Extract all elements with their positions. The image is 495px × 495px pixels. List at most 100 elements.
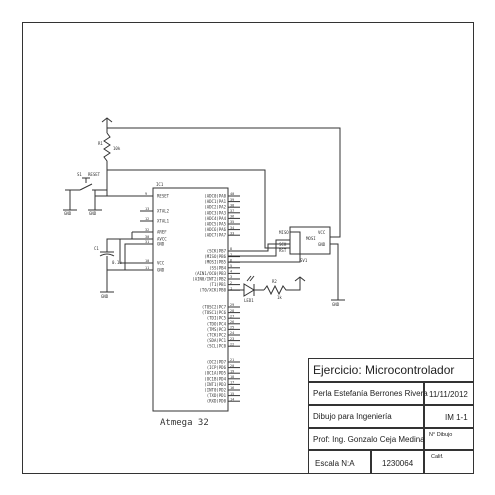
ic-right-pin-number: 33	[230, 231, 234, 235]
gnd-label-2: GND	[89, 211, 97, 216]
ic-right-pin-number: 24	[230, 331, 234, 335]
ic-right-pin-name: (ADC4)PA4	[204, 216, 226, 221]
header-pin-gnd: GND	[318, 242, 326, 247]
header-pin-sck: SCK	[279, 242, 287, 247]
r1-label: R1	[98, 141, 103, 146]
ic-right-pin-name: (OC1B)PD4	[204, 376, 226, 381]
ic-right-pin-number: 2	[230, 281, 232, 285]
header-pin-vcc: VCC	[318, 230, 326, 235]
wire-vcc-pin	[119, 239, 140, 264]
grade-cell: Calif.	[424, 450, 474, 474]
wire-r1-to-header	[107, 127, 341, 238]
ic-right-pin-number: 29	[230, 303, 234, 307]
header-pin-mosi: MOSI	[306, 236, 316, 241]
wire-ic-gnd	[107, 243, 140, 271]
vcc-arrow-led	[294, 276, 306, 286]
ic-left-pin-number: 30	[145, 235, 149, 239]
ic-right-pin-name: (SDA)PC1	[207, 338, 227, 343]
ic-right-pin-name: (TOSC2)PC7	[202, 305, 227, 310]
ic-right-pin-name: (TMS)PC3	[207, 327, 227, 332]
ic-body	[152, 187, 229, 412]
vcc-arrow-top	[101, 117, 113, 128]
number-cell: 1230064	[371, 450, 424, 474]
scale-text: Escala N:A	[315, 459, 355, 468]
ic-right-pin-name: (T1)PB1	[209, 282, 226, 287]
s1-value: RESET	[88, 172, 101, 177]
ic-right-pin-number: 7	[230, 253, 232, 257]
professor-name: Prof: Ing. Gonzalo Ceja Medina	[313, 435, 425, 444]
drawing-no-label: N° Dibujo	[429, 432, 453, 438]
ic-right-pin-name: (ADC3)PA3	[204, 210, 226, 215]
wire-miso	[228, 239, 290, 257]
gnd-switch-right	[88, 205, 102, 211]
c1-value: 0.1u	[112, 260, 122, 265]
professor-cell: Prof: Ing. Gonzalo Ceja Medina	[308, 428, 425, 450]
ic-right-pin-number: 4	[230, 270, 232, 274]
ic-right-pin-name: (TDI)PC5	[207, 316, 227, 321]
ic-right-pin-name: (MOSI)PB5	[204, 260, 226, 265]
ic-left-pin-number: 10	[145, 259, 149, 263]
author-cell: Perla Estefanía Berrones Rivera	[308, 382, 428, 405]
author-name: Perla Estefanía Berrones Rivera	[313, 389, 428, 398]
ic-right-pin-name: (SCK)PB7	[207, 249, 227, 254]
ic-right-pin-number: 40	[230, 192, 234, 196]
ic-right-pin-number: 3	[230, 275, 232, 279]
ic-right-pin-name: (SCL)PC0	[207, 344, 227, 349]
ic-right-pin-number: 28	[230, 309, 234, 313]
ic-left-pin-name: XTAL1	[157, 219, 170, 224]
ic-right-pin-number: 22	[230, 342, 234, 346]
ic-right-pin-name: (OC1A)PD5	[204, 371, 226, 376]
ic-left-pin-name: AVCC	[157, 237, 167, 242]
led1-rays	[246, 275, 255, 282]
capacitor-c1	[99, 251, 115, 257]
ic-right-pin-number: 17	[230, 381, 234, 385]
grade-label: Calif.	[431, 454, 444, 460]
gnd-switch-left	[63, 205, 77, 211]
header-name: SV1	[300, 258, 308, 263]
date-cell: 11/11/2012	[424, 382, 474, 405]
ic-right-pin-number: 8	[230, 247, 232, 251]
wire-cap-to-gnd	[100, 256, 114, 293]
student-number: 1230064	[382, 459, 414, 468]
ic-right-pin-number: 20	[230, 364, 234, 368]
gnd-label-3: GND	[101, 294, 109, 299]
header-pin-miso: MISO	[279, 230, 289, 235]
ic-left-pin-name: RESET	[157, 194, 170, 199]
ic-right-pin-name: (RXD)PD0	[207, 399, 227, 404]
gnd-label-1: GND	[64, 211, 72, 216]
ic-right-pin-number: 19	[230, 369, 234, 373]
led1-label: LED1	[244, 298, 254, 303]
ic-left-pin-name: GND	[157, 242, 165, 247]
c1-label: C1	[94, 246, 99, 251]
drawing-date: 11/11/2012	[429, 390, 468, 399]
drawing-no-cell: N° Dibujo	[424, 428, 474, 450]
ic-left-pin-name: AREF	[157, 230, 167, 235]
subject-cell: Dibujo para Ingeniería	[308, 405, 424, 428]
ic-right-pin-number: 21	[230, 358, 234, 362]
ic-right-pin-name: (OC2)PD7	[207, 360, 227, 365]
ic-left-pin-number: 12	[145, 217, 149, 221]
wire-mosi	[228, 231, 301, 263]
ic-left-pin-number: 9	[145, 192, 147, 196]
ic-right-pin-number: 34	[230, 226, 234, 230]
r2-label: R2	[272, 279, 277, 284]
ic-right-pin-number: 25	[230, 326, 234, 330]
ic-left-pin-number: 11	[145, 266, 149, 270]
component-labels: IC1 Atmega 32 R1 10k S1 RESET C1 0.1u LE…	[64, 141, 340, 428]
ic-right-pin-name: (TOSC1)PC6	[202, 310, 227, 315]
ic-right-pins: 40(ADC0)PA039(ADC1)PA138(ADC2)PA237(ADC3…	[192, 192, 240, 404]
gnd-label-4: GND	[332, 302, 340, 307]
ic-right-pin-name: (INT0)PD2	[204, 388, 226, 393]
ic-right-pin-number: 27	[230, 314, 234, 318]
ic-right-pin-name: (TXD)PD1	[207, 393, 227, 398]
ic-right-pin-number: 14	[230, 397, 234, 401]
group-code: IM 1-1	[445, 413, 468, 422]
scale-cell: Escala N:A	[308, 450, 371, 474]
ic-right-pin-number: 39	[230, 198, 234, 202]
ic-left-pin-name: XTAL2	[157, 209, 170, 214]
ic-right-pin-number: 1	[230, 286, 232, 290]
ic-right-pin-number: 23	[230, 337, 234, 341]
r1-value: 10k	[113, 146, 121, 151]
wire-header-gnd	[330, 243, 345, 301]
ic-right-pin-name: (INT1)PD3	[204, 382, 226, 387]
